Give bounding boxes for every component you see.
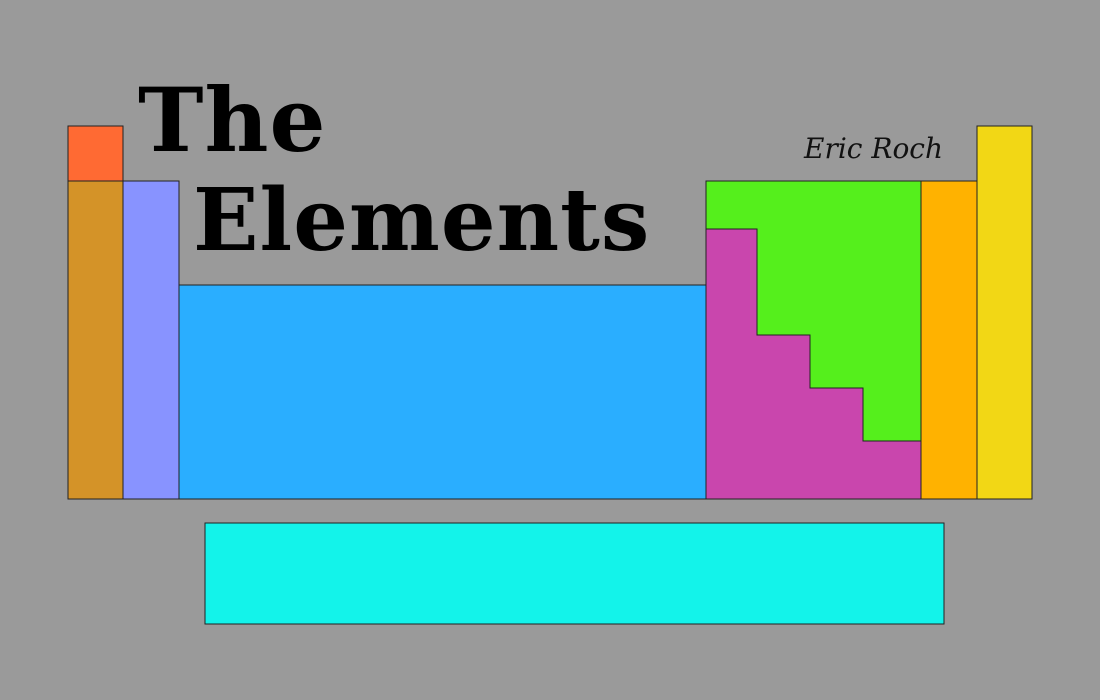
hydrogen-block <box>67 125 124 182</box>
f-block <box>204 522 945 625</box>
alkaline-earth-block <box>122 180 180 500</box>
post-transition-metals-block <box>705 228 922 500</box>
noble-gases-block <box>976 125 1033 500</box>
title-line-2: Elements <box>193 170 650 271</box>
halogens-block <box>920 180 978 500</box>
transition-metals-block <box>178 284 707 500</box>
author-signature: Eric Roch <box>803 132 943 165</box>
alkali-metals-block <box>67 180 124 500</box>
title-line-1: The <box>138 68 326 172</box>
